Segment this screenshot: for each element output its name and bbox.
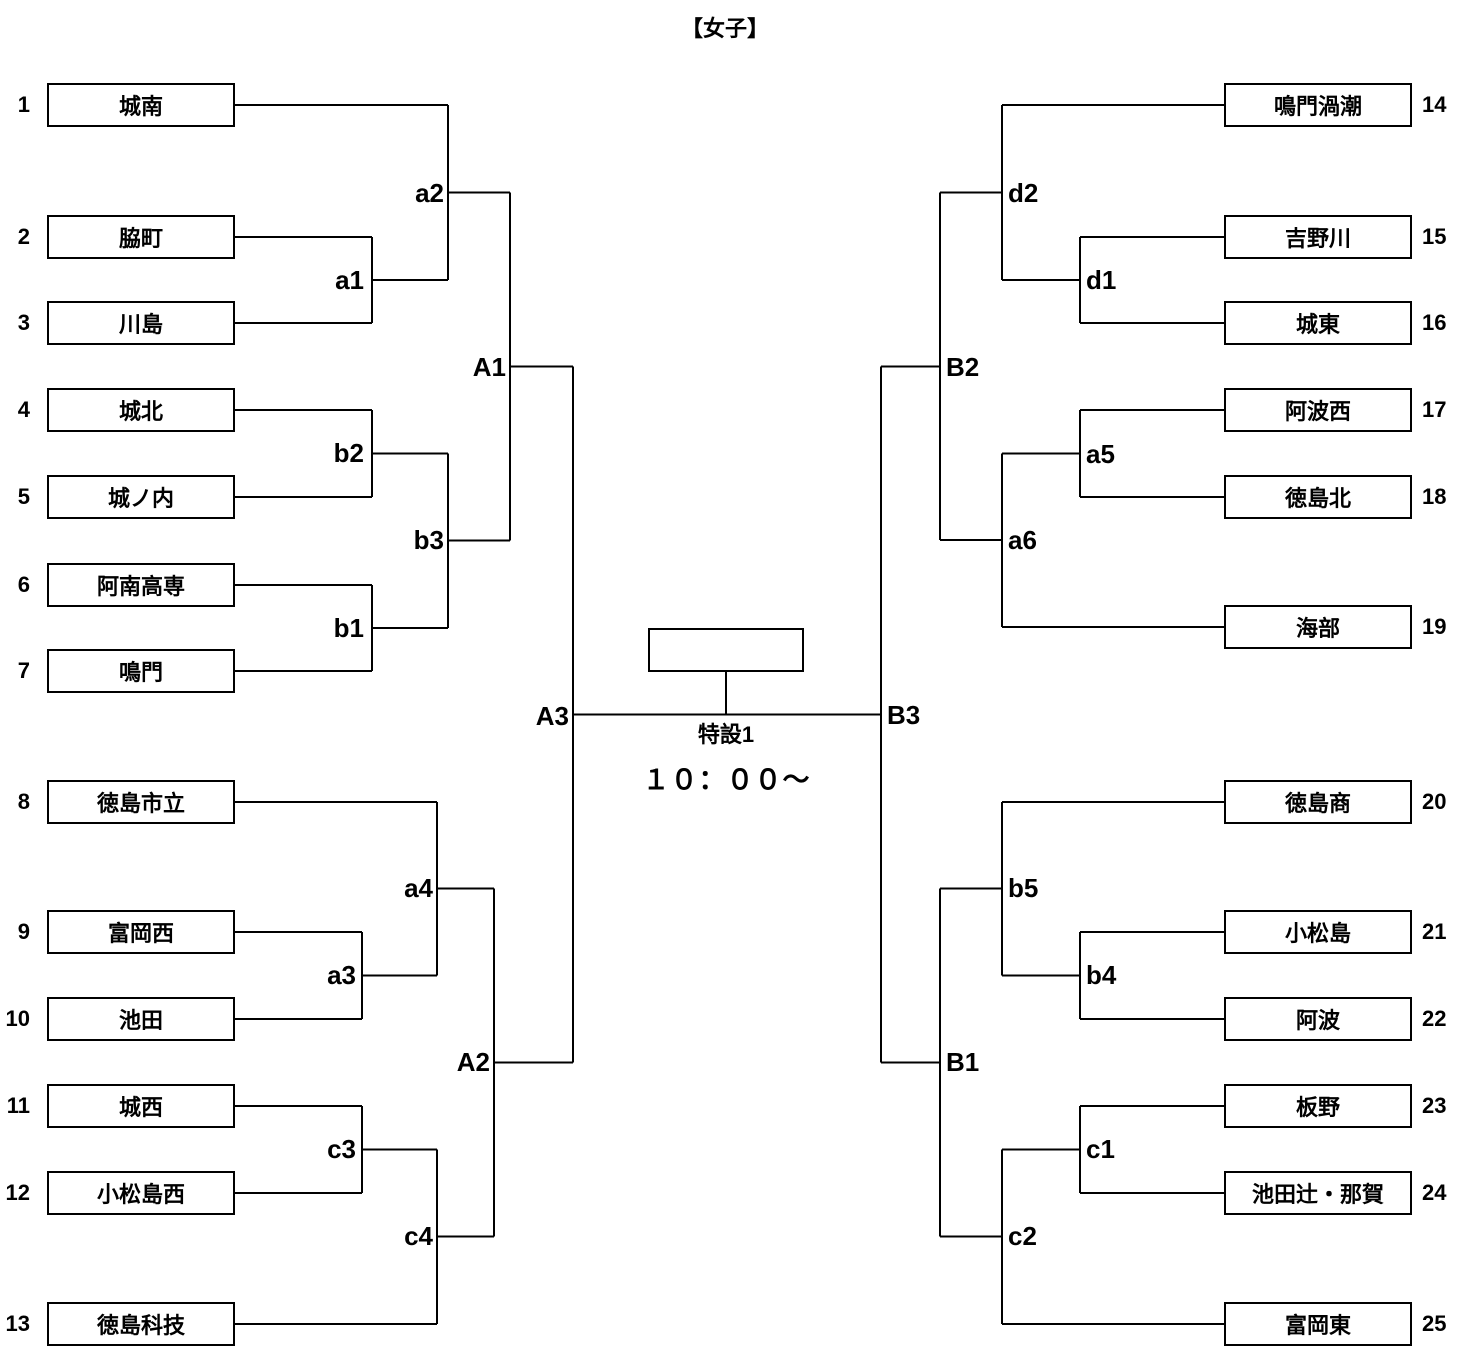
team-box-17: 阿波西 [1224,388,1412,432]
seed-8: 8 [17,789,30,814]
seed-18: 18 [1422,484,1447,509]
match-label-B3: B3 [887,700,921,730]
team-box-19: 海部 [1224,605,1412,649]
match-label-c2: c2 [1008,1221,1037,1251]
seed-11: 11 [6,1093,30,1118]
team-box-25: 富岡東 [1224,1302,1412,1346]
seed-19: 19 [1422,614,1447,639]
match-label-c3: c3 [327,1134,356,1164]
seed-16: 16 [1422,310,1447,335]
team-box-16: 城東 [1224,301,1412,345]
team-box-10: 池田 [47,997,235,1041]
team-box-13: 徳島科技 [47,1302,235,1346]
seed-1: 1 [17,92,30,117]
match-label-b5: b5 [1008,873,1039,903]
team-box-12: 小松島西 [47,1171,235,1215]
match-label-a1: a1 [335,265,364,295]
match-label-a6: a6 [1008,525,1037,555]
match-label-A2: A2 [456,1047,490,1077]
team-box-9: 富岡西 [47,910,235,954]
team-box-2: 脇町 [47,215,235,259]
team-box-24: 池田辻・那賀 [1224,1171,1412,1215]
seed-23: 23 [1422,1093,1447,1118]
seed-21: 21 [1422,919,1447,944]
team-box-23: 板野 [1224,1084,1412,1128]
seed-5: 5 [17,484,30,509]
seed-22: 22 [1422,1006,1447,1031]
time-label: １０：００～ [642,765,811,795]
seed-12: 12 [5,1180,30,1205]
match-label-b1: b1 [333,613,364,643]
match-label-B2: B2 [946,352,980,382]
venue-label: 特設1 [697,722,755,747]
seed-9: 9 [17,919,30,944]
team-box-8: 徳島市立 [47,780,235,824]
match-label-b4: b4 [1086,960,1117,990]
match-label-b2: b2 [333,438,364,468]
match-label-a5: a5 [1086,439,1115,469]
seed-2: 2 [17,224,30,249]
team-box-21: 小松島 [1224,910,1412,954]
seed-4: 4 [17,397,30,422]
seed-17: 17 [1422,397,1447,422]
team-box-11: 城西 [47,1084,235,1128]
match-label-c1: c1 [1086,1134,1115,1164]
final-match-box [648,628,804,672]
seed-24: 24 [1422,1180,1447,1205]
page-title: 【女子】 [680,16,769,41]
seed-20: 20 [1422,789,1447,814]
team-box-18: 徳島北 [1224,475,1412,519]
seed-6: 6 [17,572,30,597]
team-box-22: 阿波 [1224,997,1412,1041]
team-box-7: 鳴門 [47,649,235,693]
team-box-6: 阿南高専 [47,563,235,607]
seed-14: 14 [1422,92,1447,117]
team-box-3: 川島 [47,301,235,345]
seed-10: 10 [5,1006,30,1031]
team-box-1: 城南 [47,83,235,127]
match-label-d1: d1 [1086,265,1117,295]
seed-25: 25 [1422,1311,1447,1336]
seed-7: 7 [17,658,30,683]
team-box-14: 鳴門渦潮 [1224,83,1412,127]
team-box-4: 城北 [47,388,235,432]
match-label-A1: A1 [472,352,506,382]
team-box-15: 吉野川 [1224,215,1412,259]
match-label-a4: a4 [404,873,433,903]
seed-3: 3 [17,310,30,335]
seed-13: 13 [5,1311,30,1336]
team-box-5: 城ノ内 [47,475,235,519]
seed-15: 15 [1422,224,1447,249]
match-label-b3: b3 [413,525,444,555]
match-label-A3: A3 [535,701,569,731]
match-label-a3: a3 [327,960,356,990]
match-label-d2: d2 [1008,178,1039,208]
match-label-c4: c4 [404,1221,433,1251]
team-box-20: 徳島商 [1224,780,1412,824]
match-label-B1: B1 [946,1047,980,1077]
match-label-a2: a2 [415,178,444,208]
